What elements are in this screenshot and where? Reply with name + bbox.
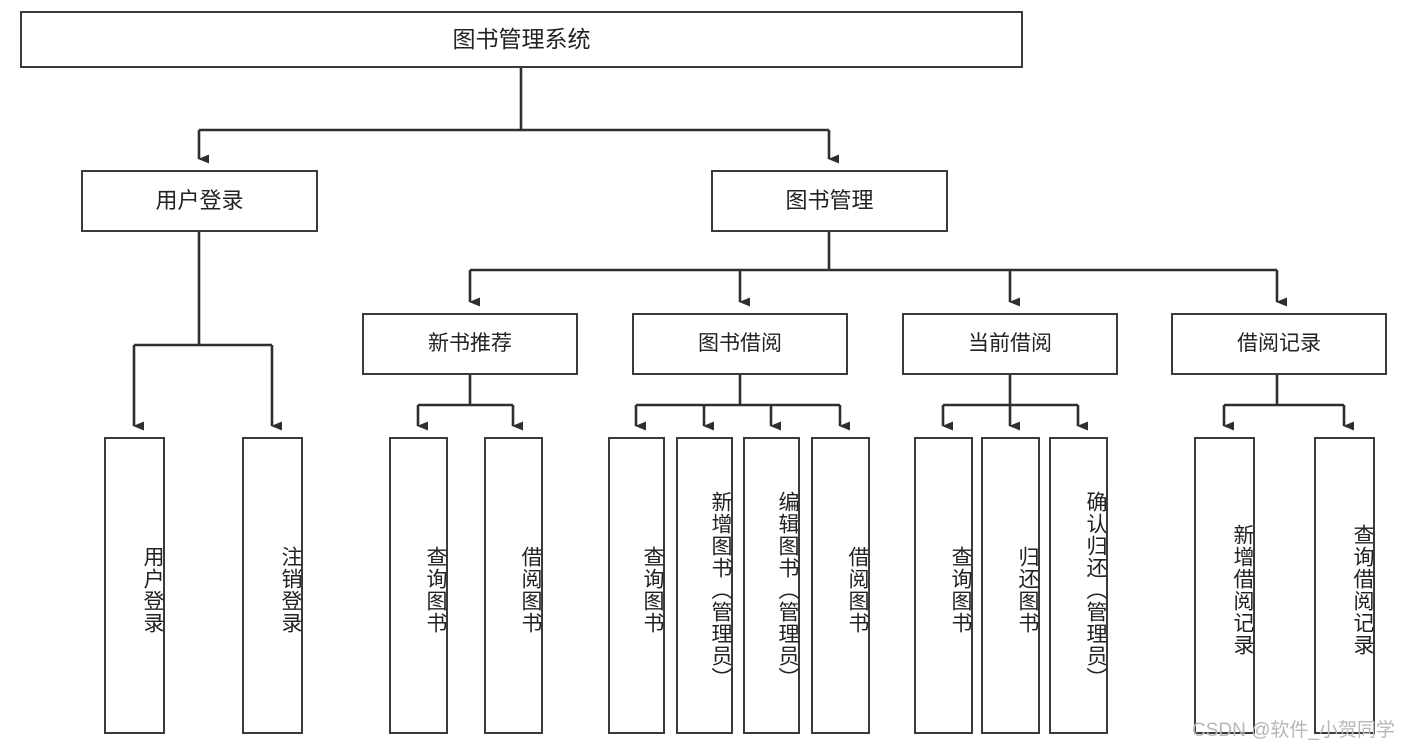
leaf-edit-book-admin[interactable]: 编辑图书（管理员） [743, 437, 800, 734]
leaf-return-book-label: 归还图书 [1016, 545, 1039, 634]
leaf-confirm-return-admin-label: 确认归还（管理员） [1084, 490, 1107, 689]
node-book-borrow[interactable]: 图书借阅 [632, 313, 848, 375]
node-borrow-record-label: 借阅记录 [1237, 331, 1321, 355]
leaf-user-login[interactable]: 用户登录 [104, 437, 165, 734]
node-new-book-recommend[interactable]: 新书推荐 [362, 313, 578, 375]
leaf-user-login-label: 用户登录 [141, 545, 164, 634]
leaf-logout[interactable]: 注销登录 [242, 437, 303, 734]
leaf-borrow-book-newbook-label: 借阅图书 [519, 545, 542, 634]
leaf-edit-book-admin-label: 编辑图书（管理员） [776, 490, 799, 689]
csdn-watermark: CSDN @软件_小贺同学 [1192, 720, 1395, 741]
leaf-add-borrow-record-label: 新增借阅记录 [1231, 523, 1254, 656]
node-book-management[interactable]: 图书管理 [711, 170, 948, 232]
leaf-query-borrow-record-label: 查询借阅记录 [1351, 523, 1374, 656]
node-user-login-label: 用户登录 [155, 188, 244, 214]
leaf-confirm-return-admin[interactable]: 确认归还（管理员） [1049, 437, 1108, 734]
leaf-add-book-admin-label: 新增图书（管理员） [709, 490, 732, 689]
node-current-borrow[interactable]: 当前借阅 [902, 313, 1118, 375]
node-new-book-recommend-label: 新书推荐 [428, 331, 512, 355]
leaf-logout-label: 注销登录 [279, 545, 302, 634]
leaf-query-book-current[interactable]: 查询图书 [914, 437, 973, 734]
node-book-management-label: 图书管理 [785, 188, 874, 214]
leaf-query-book-current-label: 查询图书 [949, 545, 972, 634]
node-user-login[interactable]: 用户登录 [81, 170, 318, 232]
node-borrow-record[interactable]: 借阅记录 [1171, 313, 1387, 375]
leaf-query-book-borrow-label: 查询图书 [641, 545, 664, 634]
node-root[interactable]: 图书管理系统 [20, 11, 1023, 68]
leaf-add-book-admin[interactable]: 新增图书（管理员） [676, 437, 733, 734]
leaf-query-borrow-record[interactable]: 查询借阅记录 [1314, 437, 1375, 734]
leaf-query-book-newbook-label: 查询图书 [424, 545, 447, 634]
leaf-add-borrow-record[interactable]: 新增借阅记录 [1194, 437, 1255, 734]
leaf-return-book[interactable]: 归还图书 [981, 437, 1040, 734]
node-book-borrow-label: 图书借阅 [698, 331, 782, 355]
node-root-label: 图书管理系统 [452, 26, 591, 53]
leaf-query-book-newbook[interactable]: 查询图书 [389, 437, 448, 734]
leaf-borrow-book-label: 借阅图书 [846, 545, 869, 634]
leaf-borrow-book[interactable]: 借阅图书 [811, 437, 870, 734]
leaf-borrow-book-newbook[interactable]: 借阅图书 [484, 437, 543, 734]
leaf-query-book-borrow[interactable]: 查询图书 [608, 437, 665, 734]
node-current-borrow-label: 当前借阅 [968, 331, 1052, 355]
